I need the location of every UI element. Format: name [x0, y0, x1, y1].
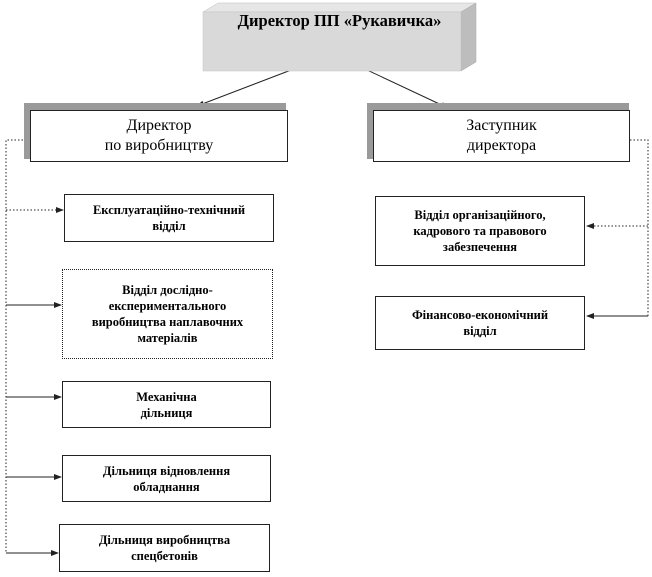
left-unit-1-label: Експлуатаційно-технічний відділ	[92, 203, 246, 233]
deputy-director-label: Заступник директора	[466, 117, 537, 154]
right-unit-1: Відділ організаційного, кадрового та пра…	[375, 196, 585, 266]
arrow-to-deputy-director	[332, 53, 449, 109]
right-spine	[630, 139, 649, 316]
left-unit-4-label: Дільниця відновлення обладнання	[102, 463, 231, 494]
right-unit-2-label: Фінансово-економічний відділ	[411, 308, 549, 338]
right-unit-1-label: Відділ організаційного, кадрового та пра…	[413, 208, 547, 254]
left-unit-1: Експлуатаційно-технічний відділ	[64, 194, 274, 242]
left-unit-5-label: Дільниця виробництва спецбетонів	[98, 533, 231, 563]
right-unit-2: Фінансово-економічний відділ	[375, 296, 585, 350]
left-unit-4: Дільниця відновлення обладнання	[62, 455, 271, 502]
left-unit-2: Відділ дослідно- експериментального виро…	[62, 269, 273, 359]
left-unit-3-label: Механічна дільниця	[136, 389, 197, 420]
ceo-title: Директор ПП «Рукавичка»	[237, 11, 442, 30]
production-director-label: Директор по виробництву	[104, 117, 214, 154]
deputy-director-box: Заступник директора	[373, 110, 630, 162]
left-unit-5: Дільниця виробництва спецбетонів	[59, 524, 270, 572]
production-director-box: Директор по виробництву	[30, 110, 288, 162]
left-unit-3: Механічна дільниця	[62, 381, 271, 428]
left-spine	[5, 139, 30, 553]
left-unit-2-label: Відділ дослідно- експериментального виро…	[91, 283, 244, 345]
arrow-to-production-director	[196, 53, 334, 107]
